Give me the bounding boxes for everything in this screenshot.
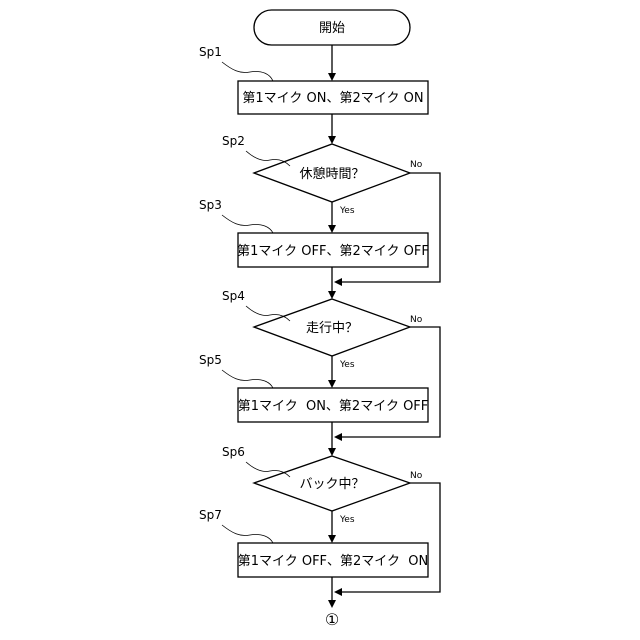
no-label: No bbox=[410, 471, 423, 481]
step-label-sp1: Sp1 bbox=[199, 45, 222, 59]
yes-label: Yes bbox=[339, 206, 355, 216]
step-label-sp3: Sp3 bbox=[199, 198, 222, 212]
arrowhead bbox=[328, 291, 336, 299]
off-page-connector: ① bbox=[325, 610, 339, 629]
arrowhead bbox=[328, 448, 336, 456]
decision-sp2-text: 休憩時間？ bbox=[299, 166, 364, 182]
arrowhead bbox=[334, 588, 342, 596]
yes-label: Yes bbox=[339, 515, 355, 525]
start-label: 開始 bbox=[319, 21, 345, 36]
leader-line bbox=[222, 215, 273, 233]
process-sp1-text: 第1マイク ON、第2マイク ON bbox=[242, 91, 423, 106]
step-label-sp4: Sp4 bbox=[222, 289, 245, 303]
process-sp3-text: 第1マイク OFF、第2マイク OFF bbox=[237, 244, 429, 259]
decision-sp6-text: バック中？ bbox=[299, 477, 364, 492]
arrowhead bbox=[328, 600, 336, 608]
leader-line bbox=[222, 525, 273, 543]
arrowhead bbox=[328, 380, 336, 388]
leader-line bbox=[222, 370, 273, 388]
arrowhead bbox=[334, 278, 342, 286]
arrowhead bbox=[328, 136, 336, 144]
no-label: No bbox=[410, 160, 423, 170]
arrowhead bbox=[328, 535, 336, 543]
arrowhead bbox=[328, 225, 336, 233]
step-label-sp5: Sp5 bbox=[199, 353, 222, 367]
leader-line bbox=[222, 62, 273, 81]
step-label-sp6: Sp6 bbox=[222, 445, 245, 459]
process-sp5-text: 第1マイク ON、第2マイク OFF bbox=[238, 399, 429, 414]
arrowhead bbox=[334, 433, 342, 441]
arrowhead bbox=[328, 73, 336, 81]
step-label-sp7: Sp7 bbox=[199, 508, 222, 522]
yes-label: Yes bbox=[339, 360, 355, 370]
process-sp7-text: 第1マイク OFF、第2マイク ON bbox=[238, 554, 429, 569]
no-label: No bbox=[410, 315, 423, 325]
decision-sp4-text: 走行中？ bbox=[306, 321, 358, 336]
step-label-sp2: Sp2 bbox=[222, 134, 245, 148]
